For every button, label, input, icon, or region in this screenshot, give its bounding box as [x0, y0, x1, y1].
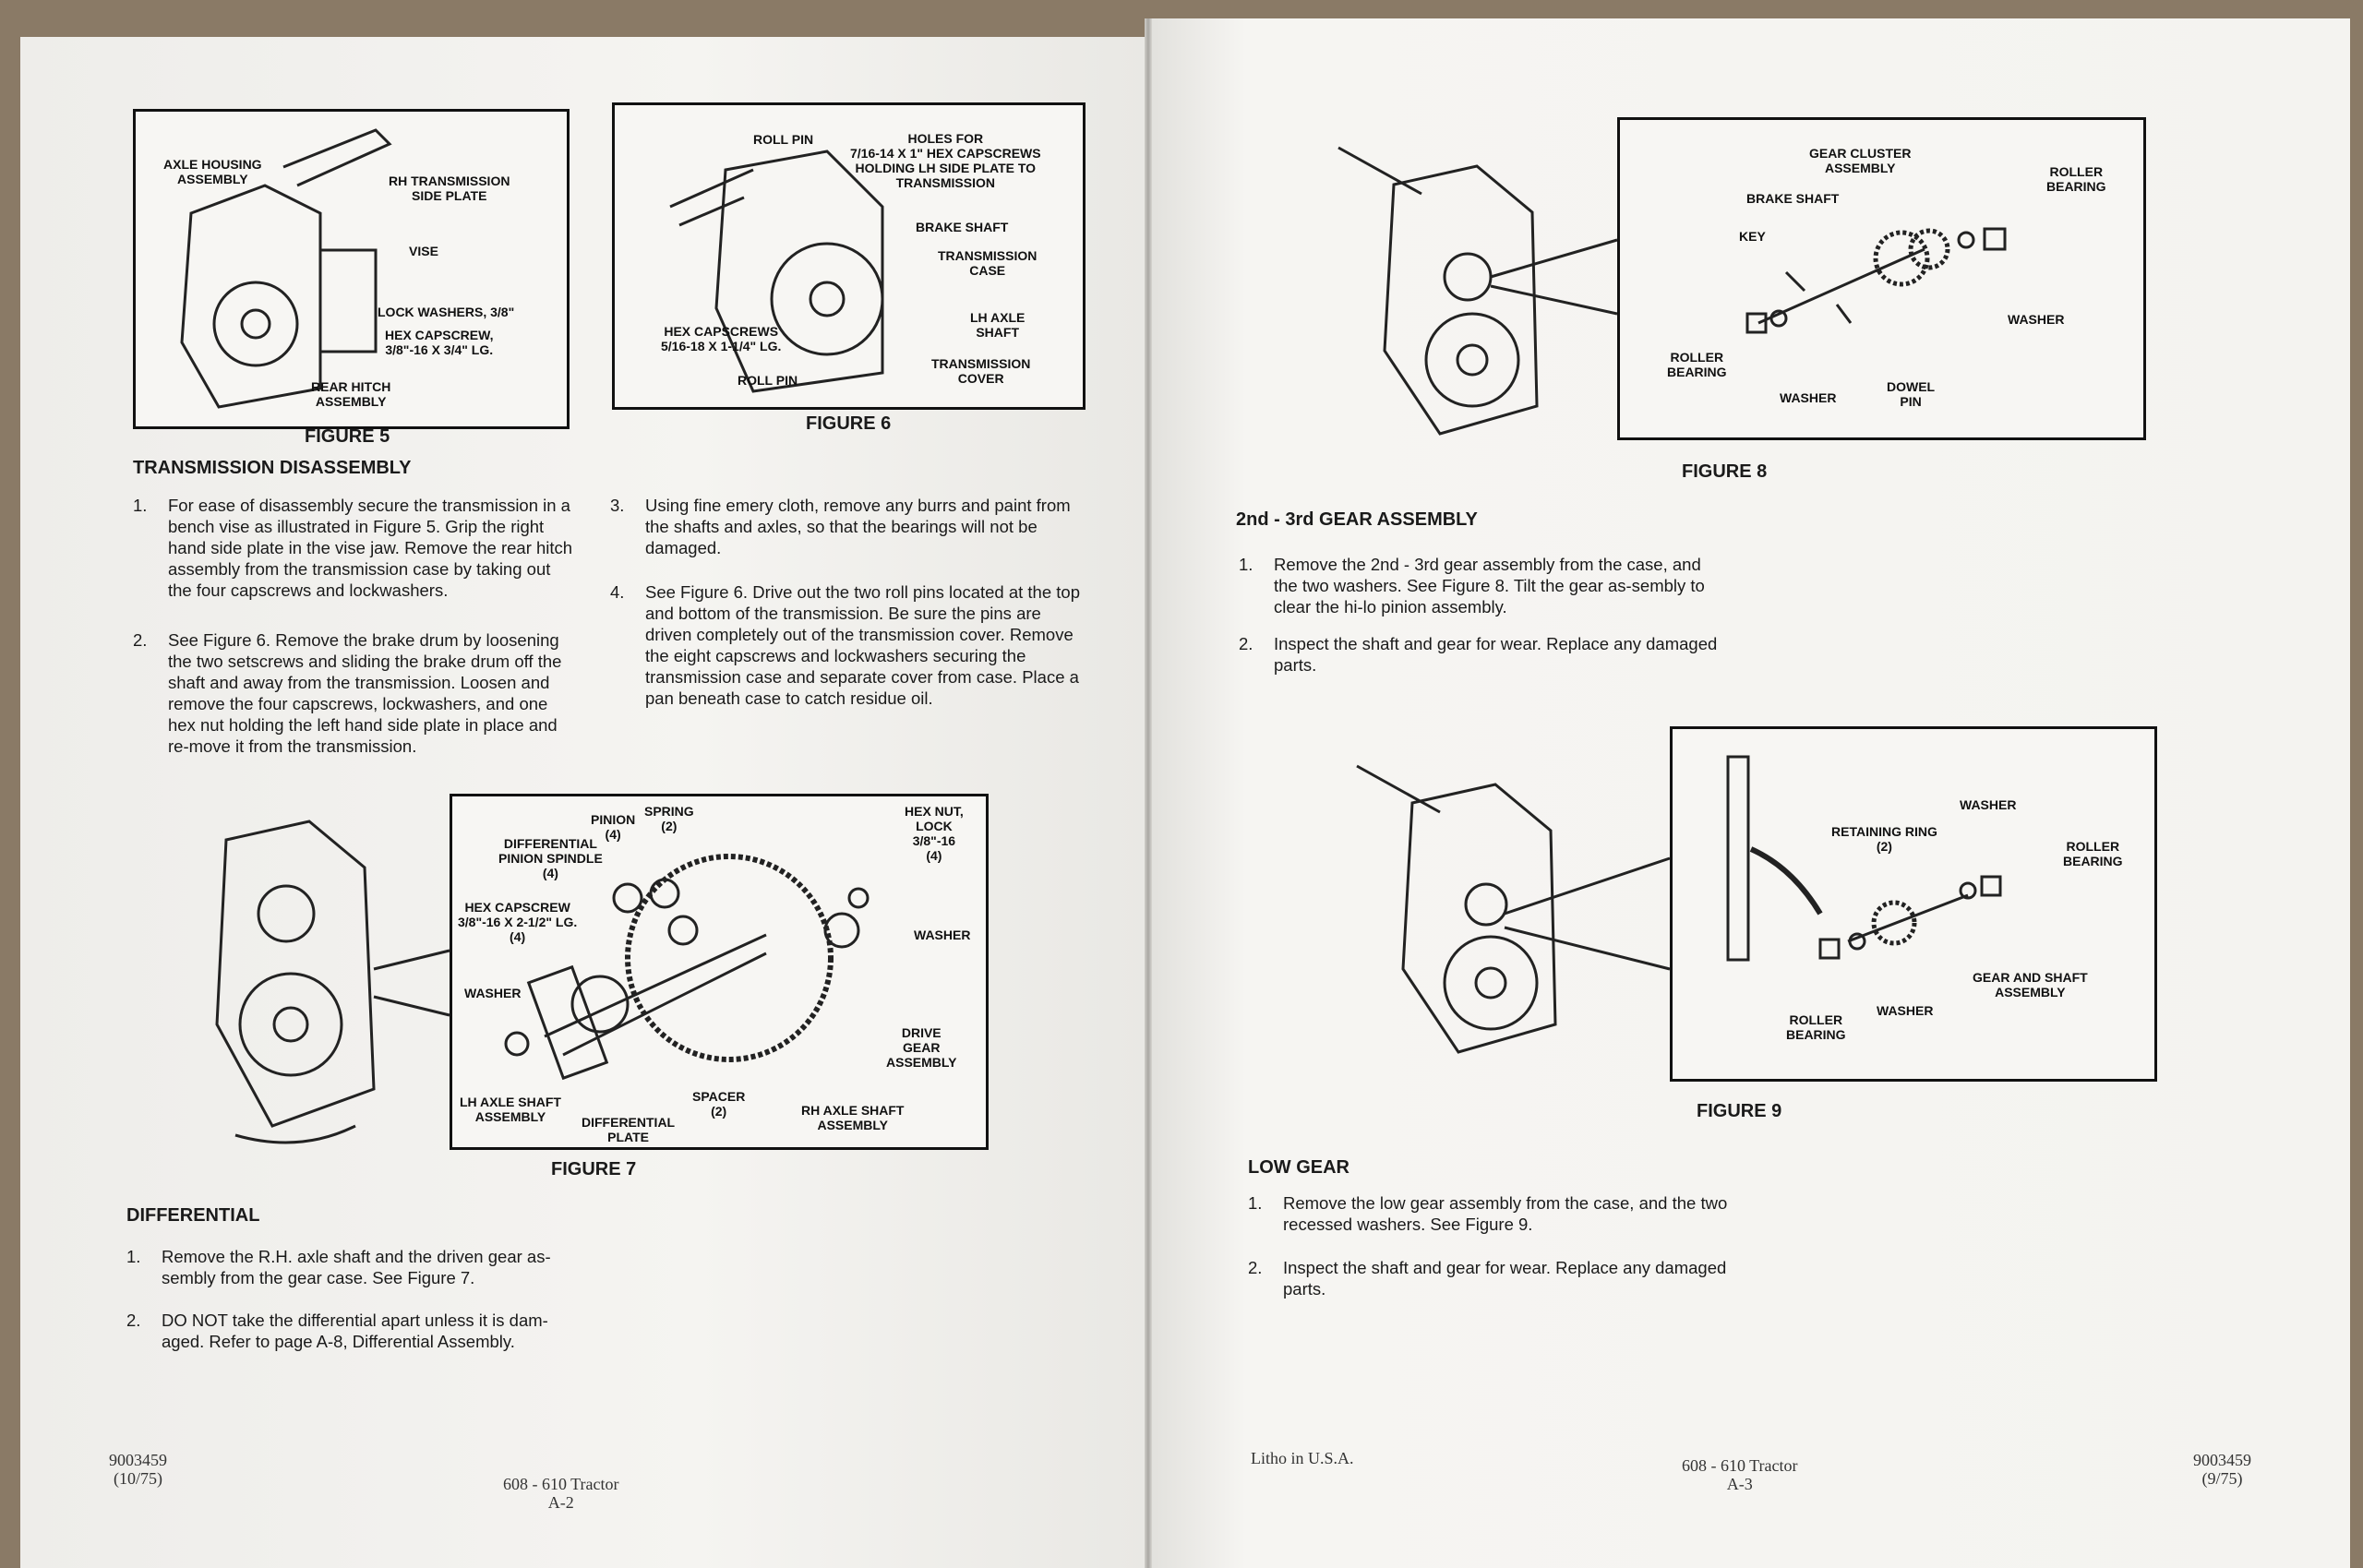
figure-8-caption: FIGURE 8	[1682, 461, 1768, 482]
transmission-case-illustration	[1337, 146, 1618, 436]
figure-label: WASHER	[464, 986, 522, 1000]
figure-label: LOCK WASHERS, 3/8"	[378, 305, 515, 319]
footer-part-number: 9003459(9/75)	[2193, 1451, 2251, 1488]
low-gear-exploded-view	[1726, 755, 2002, 962]
figure-label: REAR HITCH ASSEMBLY	[311, 379, 391, 409]
figure-9-caption: FIGURE 9	[1697, 1101, 1782, 1121]
figure-label: HEX CAPSCREW 3/8"-16 X 2-1/2" LG. (4)	[458, 900, 578, 944]
step-item: 1.Remove the low gear assembly from the …	[1248, 1193, 1728, 1234]
section-heading: DIFFERENTIAL	[126, 1205, 260, 1226]
figure-label: RH AXLE SHAFT ASSEMBLY	[801, 1103, 905, 1132]
figure-label: WASHER	[1877, 1003, 1934, 1018]
step-item: 1.For ease of disassembly secure the tra…	[133, 496, 573, 600]
figure-label: LH AXLE SHAFT	[970, 310, 1026, 340]
figure-label: WASHER	[2008, 312, 2065, 327]
figure-label: KEY	[1739, 229, 1766, 244]
footer-part-number: 9003459(10/75)	[109, 1451, 167, 1488]
step-item: 2.Inspect the shaft and gear for wear. R…	[1248, 1258, 1727, 1299]
step-item: 2.DO NOT take the differential apart unl…	[126, 1311, 548, 1351]
figure-label: WASHER	[914, 928, 971, 942]
figure-label: DOWEL PIN	[1887, 379, 1936, 409]
figure-label: GEAR AND SHAFT ASSEMBLY	[1973, 970, 2088, 999]
figure-9: WASHER RETAINING RING (2) ROLLER BEARING…	[1670, 726, 2157, 1082]
transmission-case-illustration	[215, 820, 450, 1144]
figure-7-caption: FIGURE 7	[551, 1159, 637, 1179]
figure-label: DIFFERENTIAL PINION SPINDLE (4)	[498, 836, 603, 880]
figure-label: AXLE HOUSING ASSEMBLY	[163, 157, 262, 186]
figure-label: WASHER	[1960, 797, 2017, 812]
figure-label: HOLES FOR 7/16-14 X 1" HEX CAPSCREWS HOL…	[850, 131, 1041, 190]
figure-6-caption: FIGURE 6	[806, 413, 892, 434]
figure-label: BRAKE SHAFT	[916, 220, 1009, 234]
figure-label: RH TRANSMISSION SIDE PLATE	[389, 174, 510, 203]
figure-label: ROLL PIN	[753, 132, 814, 147]
figure-5-caption: FIGURE 5	[305, 426, 390, 447]
step-item: 1.Remove the 2nd - 3rd gear assembly fro…	[1239, 555, 1705, 616]
figure-label: ROLLER BEARING	[1786, 1012, 1846, 1042]
figure-label: RETAINING RING (2)	[1831, 824, 1937, 854]
figure-label: ROLLER BEARING	[2046, 164, 2106, 194]
figure-5: AXLE HOUSING ASSEMBLY RH TRANSMISSION SI…	[133, 109, 570, 429]
figure-label: HEX CAPSCREW, 3/8"-16 X 3/4" LG.	[385, 328, 494, 357]
gear-cluster-exploded-view	[1745, 227, 2007, 334]
step-item: 3.Using fine emery cloth, remove any bur…	[610, 496, 1071, 557]
step-item: 4.See Figure 6. Drive out the two roll p…	[610, 582, 1080, 708]
figure-label: PINION (4)	[591, 812, 636, 842]
figure-label: ROLLER BEARING	[2063, 839, 2123, 868]
step-item: 1.Remove the R.H. axle shaft and the dri…	[126, 1247, 551, 1287]
figure-label: SPACER (2)	[692, 1089, 746, 1119]
figure-label: TRANSMISSION COVER	[931, 356, 1031, 386]
step-item: 2.Inspect the shaft and gear for wear. R…	[1239, 634, 1718, 675]
figure-label: WASHER	[1780, 390, 1837, 405]
figure-label: DRIVE GEAR ASSEMBLY	[886, 1025, 957, 1070]
figure-label: BRAKE SHAFT	[1746, 191, 1840, 206]
book-gutter	[1145, 18, 1152, 1568]
figure-label: TRANSMISSION CASE	[938, 248, 1038, 278]
section-heading: 2nd - 3rd GEAR ASSEMBLY	[1236, 509, 1478, 530]
figure-7: PINION (4) SPRING (2) HEX NUT, LOCK 3/8"…	[450, 794, 989, 1150]
figure-label: VISE	[409, 244, 438, 258]
figure-label: LH AXLE SHAFT ASSEMBLY	[460, 1095, 561, 1124]
figure-label: DIFFERENTIAL PLATE	[582, 1115, 676, 1144]
transmission-cover-illustration	[669, 150, 884, 393]
differential-exploded-view	[504, 854, 870, 1081]
figure-label: ROLLER BEARING	[1667, 350, 1727, 379]
transmission-case-illustration	[1356, 764, 1671, 1054]
figure-label: ROLL PIN	[738, 373, 798, 388]
step-item: 2.See Figure 6. Remove the brake drum by…	[133, 630, 562, 756]
footer-litho: Litho in U.S.A.	[1251, 1449, 1354, 1467]
figure-label: HEX NUT, LOCK 3/8"-16 (4)	[905, 804, 964, 863]
figure-label: GEAR CLUSTER ASSEMBLY	[1809, 146, 1912, 175]
figure-8: GEAR CLUSTER ASSEMBLY ROLLER BEARING BRA…	[1617, 117, 2146, 440]
figure-label: HEX CAPSCREWS 5/16-18 X 1-1/4" LG.	[661, 324, 782, 353]
transmission-in-vise-illustration	[180, 128, 392, 409]
section-heading: TRANSMISSION DISASSEMBLY	[133, 458, 412, 478]
figure-label: SPRING (2)	[644, 804, 694, 833]
figure-6: ROLL PIN HOLES FOR 7/16-14 X 1" HEX CAPS…	[612, 102, 1086, 410]
section-heading: LOW GEAR	[1248, 1157, 1349, 1178]
